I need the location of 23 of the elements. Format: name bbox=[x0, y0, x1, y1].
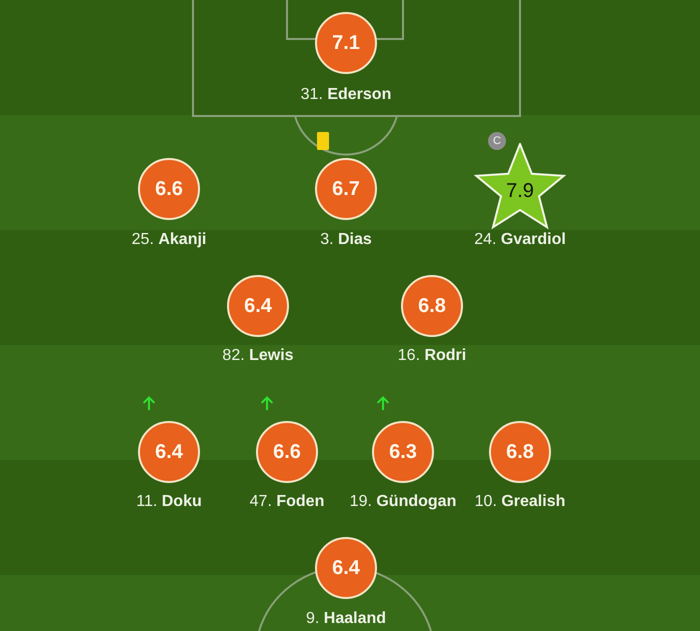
captain-badge: C bbox=[488, 132, 506, 150]
rating-badge: 6.7 bbox=[315, 158, 377, 220]
rating-badge: 6.8 bbox=[489, 421, 551, 483]
rating-badge: 6.4 bbox=[315, 537, 377, 599]
rating-badge: 6.8 bbox=[401, 275, 463, 337]
player-name: 16. Rodri bbox=[398, 346, 466, 365]
rating-badge: 6.3 bbox=[372, 421, 434, 483]
player-name: 19. Gündogan bbox=[350, 492, 456, 511]
player-name: 25. Akanji bbox=[132, 230, 206, 249]
rating-value: 7.9 bbox=[506, 180, 534, 202]
rating-badge: 6.6 bbox=[138, 158, 200, 220]
player-name: 11. Doku bbox=[136, 492, 202, 511]
player-name: 31. Ederson bbox=[300, 85, 392, 104]
player-name: 10. Grealish bbox=[474, 492, 566, 511]
player-name: 9. Haaland bbox=[306, 609, 386, 628]
rating-badge: 6.4 bbox=[138, 421, 200, 483]
player-name: 47. Foden bbox=[250, 492, 324, 511]
player-name: 82. Lewis bbox=[222, 346, 294, 365]
rating-badge: 6.6 bbox=[256, 421, 318, 483]
player-name: 3. Dias bbox=[320, 230, 372, 249]
rating-badge: 7.1 bbox=[315, 12, 377, 74]
player-name: 24. Gvardiol bbox=[474, 230, 566, 249]
rating-badge: 6.4 bbox=[227, 275, 289, 337]
